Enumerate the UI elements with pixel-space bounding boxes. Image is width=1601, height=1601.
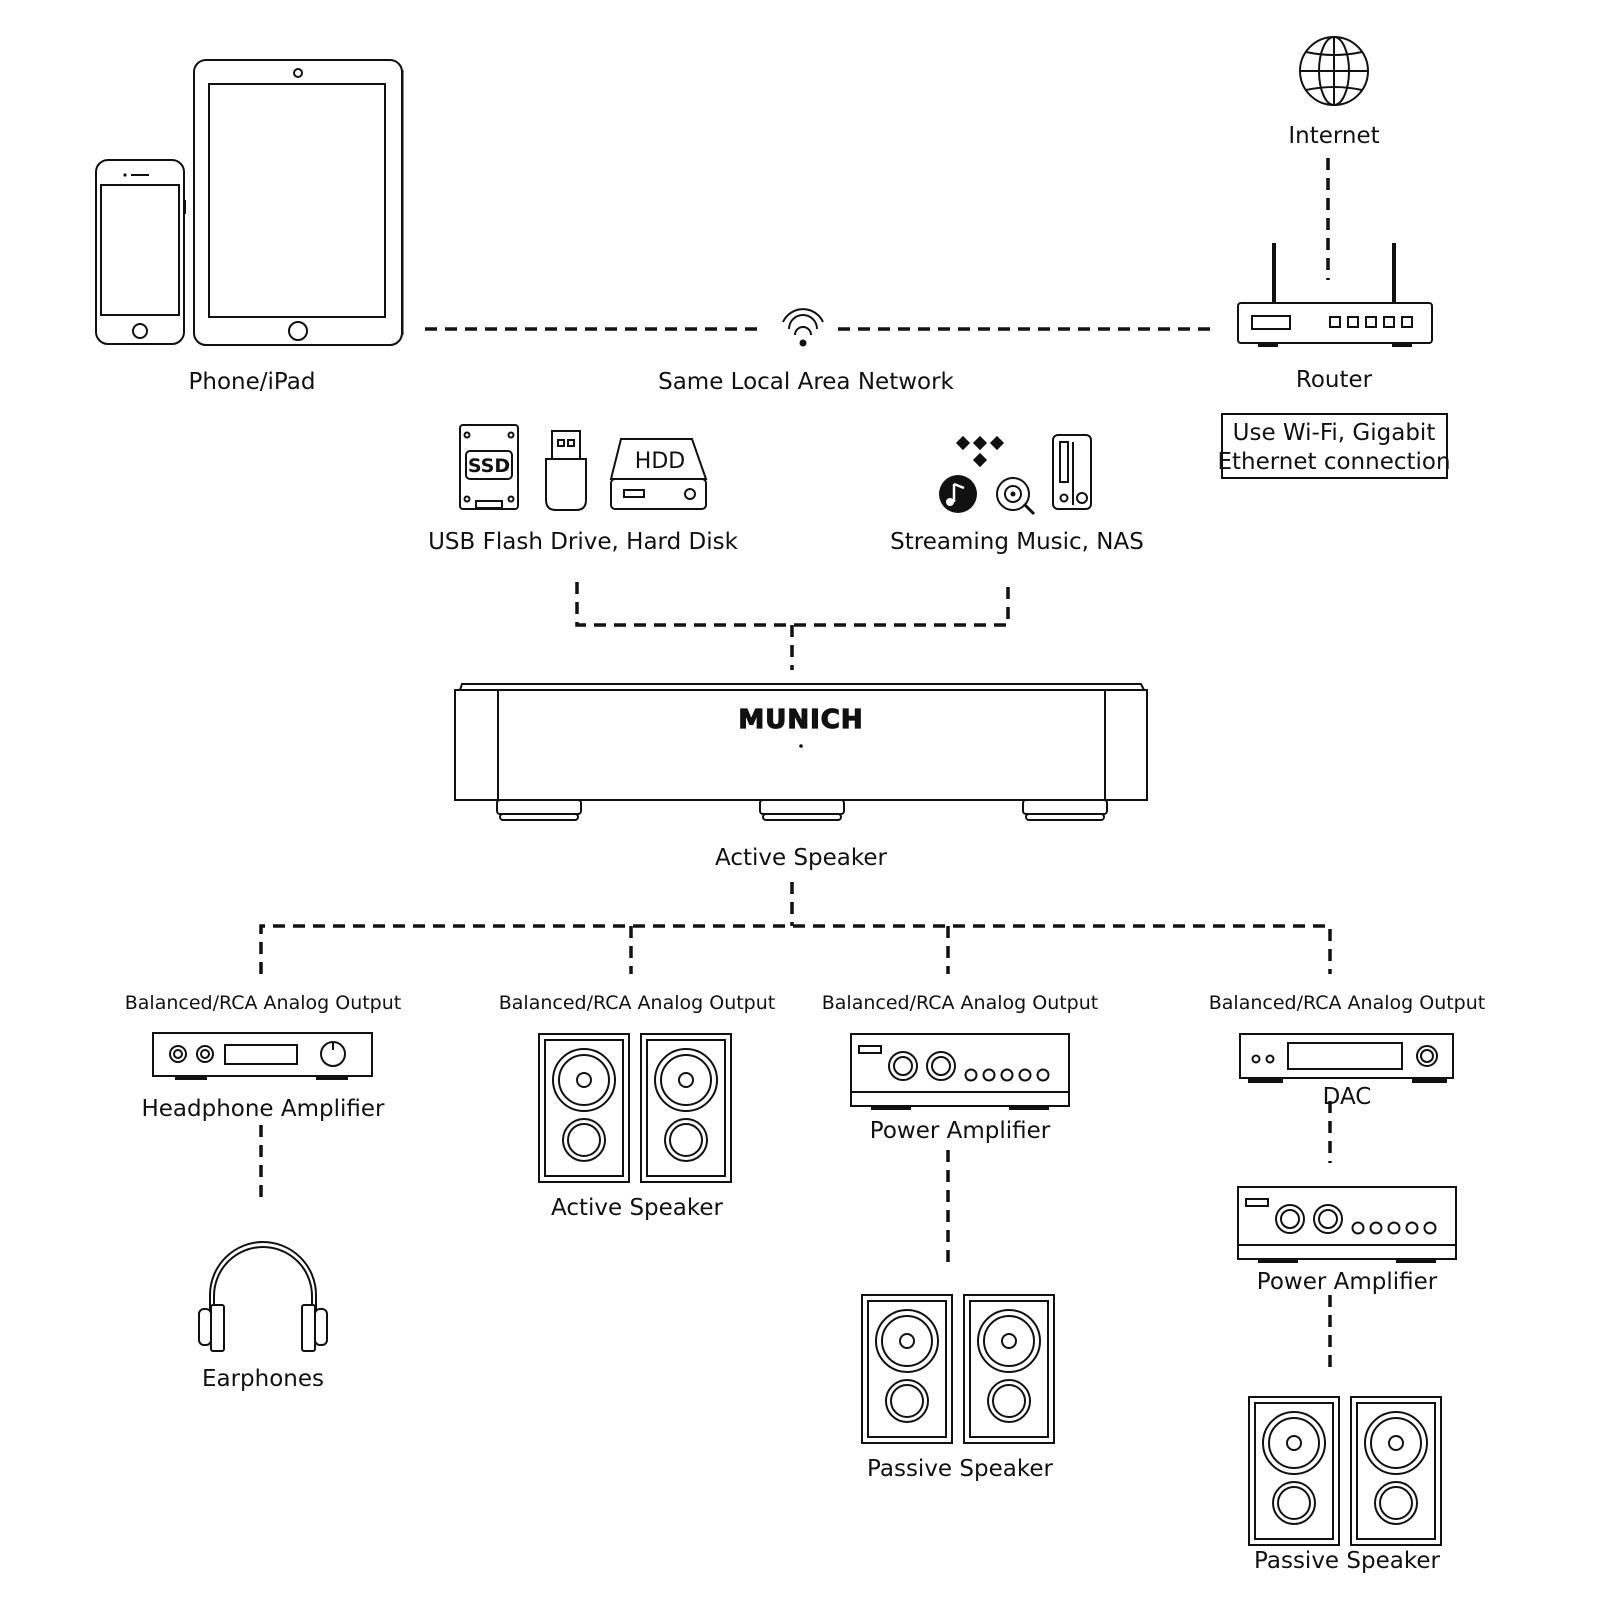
passive-speakers-icon xyxy=(861,1294,1055,1444)
headphone-amplifier-icon xyxy=(152,1032,373,1080)
power-amplifier-2-icon xyxy=(1237,1186,1457,1264)
streaming-label: Streaming Music, NAS xyxy=(890,529,1144,555)
internet-label: Internet xyxy=(1288,123,1379,149)
tidal-icon xyxy=(955,435,1005,468)
music-app-icon xyxy=(939,475,977,513)
ssd-icon: SSD xyxy=(459,424,519,510)
nas-icon xyxy=(1052,434,1092,510)
mobile-devices: Phone/iPad xyxy=(95,59,404,395)
earphones-icon xyxy=(198,1241,328,1352)
phone-ipad-label: Phone/iPad xyxy=(189,369,316,395)
connection-note-line1: Use Wi-Fi, Gigabit xyxy=(1233,420,1436,446)
network-label: Same Local Area Network xyxy=(658,369,954,395)
usb-storage-label: USB Flash Drive, Hard Disk xyxy=(428,529,738,555)
usb-flash-drive-icon xyxy=(545,430,587,511)
earphones-label: Earphones xyxy=(202,1366,324,1392)
ssd-badge: SSD xyxy=(468,455,510,477)
dac-label: DAC xyxy=(1323,1084,1372,1110)
output-1-label: Balanced/RCA Analog Output xyxy=(125,992,401,1014)
hdd-badge: HDD xyxy=(635,449,685,474)
brand-logo: MUNICH xyxy=(738,705,863,735)
active-speakers-icon xyxy=(538,1033,732,1183)
connection-lines xyxy=(259,158,1332,1370)
wifi-icon xyxy=(782,308,824,347)
main-device-label: Active Speaker xyxy=(715,845,888,871)
link-sources-main xyxy=(575,582,1010,670)
tablet-icon xyxy=(193,59,404,346)
output-2-label: Balanced/RCA Analog Output xyxy=(499,992,775,1014)
passive-speaker-2-label: Passive Speaker xyxy=(1254,1548,1440,1574)
phone-icon xyxy=(95,159,186,345)
router-label: Router xyxy=(1296,367,1373,393)
link-main-outputs xyxy=(259,882,1332,974)
hdd-icon: HDD xyxy=(609,438,708,510)
passive-speakers-2-icon xyxy=(1248,1396,1442,1546)
connection-note: Use Wi-Fi, Gigabit Ethernet connection xyxy=(1217,413,1451,479)
router-icon xyxy=(1237,243,1433,347)
dac-icon xyxy=(1239,1033,1454,1083)
output-3-label: Balanced/RCA Analog Output xyxy=(822,992,1098,1014)
output-4-label: Balanced/RCA Analog Output xyxy=(1209,992,1485,1014)
connection-note-line2: Ethernet connection xyxy=(1217,449,1450,475)
power-amplifier-icon xyxy=(850,1033,1070,1111)
passive-speaker-label: Passive Speaker xyxy=(867,1456,1053,1482)
power-amplifier-label: Power Amplifier xyxy=(870,1118,1051,1144)
headphone-amplifier-label: Headphone Amplifier xyxy=(141,1096,385,1122)
vinyl-app-icon xyxy=(996,477,1036,516)
globe-icon xyxy=(1299,36,1369,106)
power-amplifier-2-label: Power Amplifier xyxy=(1257,1269,1438,1295)
main-active-speaker: MUNICH xyxy=(454,683,1148,821)
active-speaker-label: Active Speaker xyxy=(551,1195,724,1221)
